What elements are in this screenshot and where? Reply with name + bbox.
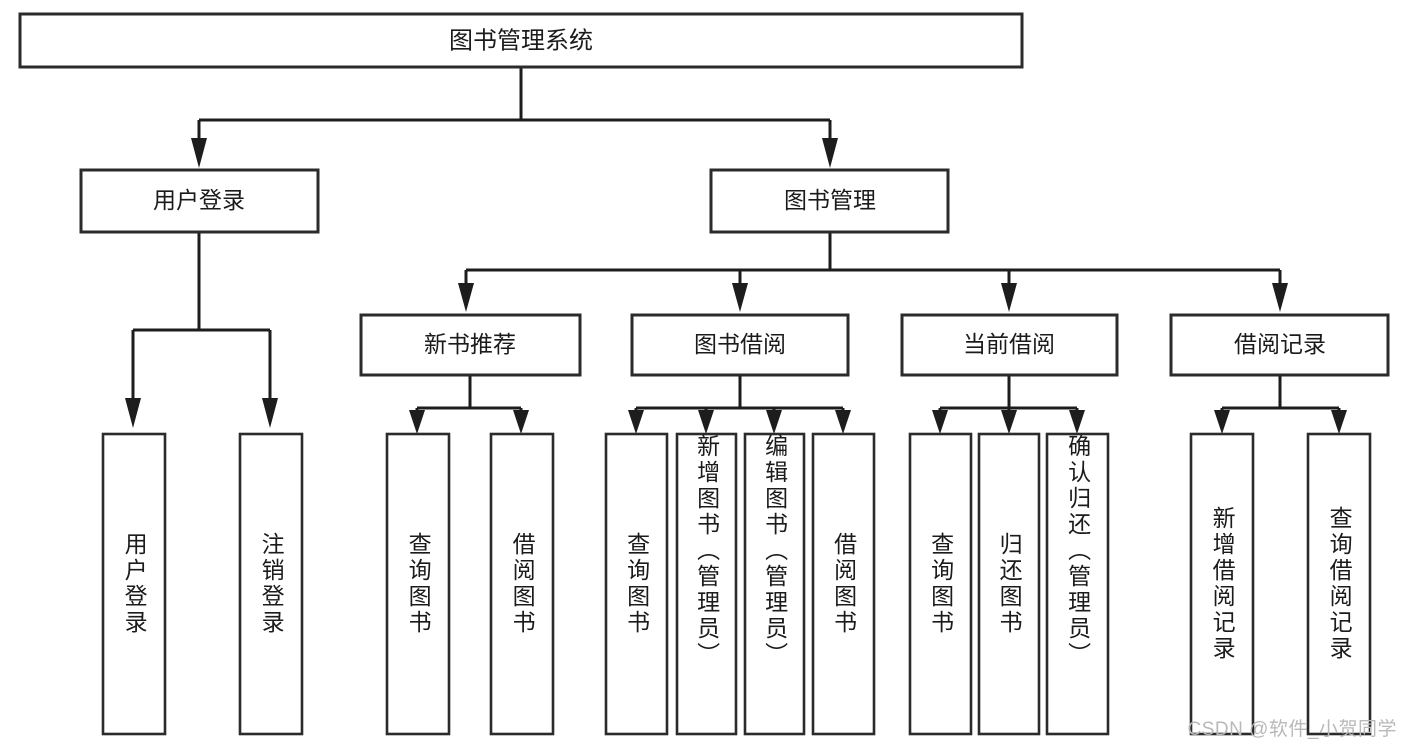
leaf-box-query-book-3[interactable] [908,432,973,736]
arrow-to-leaf-query-record [1331,410,1347,434]
leaf-box-logout-login[interactable] [238,432,304,736]
arrow-to-leaf-edit-book [766,410,782,434]
node-root-label: 图书管理系统 [449,27,593,54]
arrow-to-leaf-query-book-1 [409,410,425,434]
watermark-text: CSDN @软件_小贺同学 [1187,719,1397,740]
connector-group [125,67,1347,434]
leaf-box-return-book[interactable] [977,432,1041,736]
arrow-to-book-borrow [732,283,748,312]
arrow-to-leaf-borrow-book-2 [835,410,851,434]
arrow-to-leaf-add-record [1214,410,1230,434]
node-new-book-recommend[interactable]: 新书推荐 [359,313,582,377]
arrow-to-book-manage [822,138,838,168]
node-book-borrow-box[interactable] [630,313,850,377]
leaf-box-confirm-return[interactable] [1045,432,1110,736]
leaf-box-edit-book[interactable] [743,432,806,736]
arrow-to-leaf-query-book-2 [628,410,644,434]
leaf-box-query-book-1[interactable] [385,432,451,736]
arrow-to-borrow-record [1272,283,1288,312]
node-current-borrow-box[interactable] [900,313,1119,377]
arrow-to-user-login [191,138,207,168]
leaf-box-query-book-2[interactable] [604,432,669,736]
node-root-box[interactable] [18,12,1024,69]
node-book-manage-box[interactable] [709,168,950,234]
arrow-to-leaf-borrow-book-1 [513,410,529,434]
arrow-to-leaf-query-book-3 [932,410,948,434]
node-user-login-box[interactable] [79,168,320,234]
leaf-box-borrow-book-1[interactable] [489,432,555,736]
leaf-box-user-login[interactable] [101,432,167,736]
node-borrow-record[interactable]: 借阅记录 [1169,313,1390,377]
node-root[interactable]: 图书管理系统 [18,12,1024,69]
node-borrow-record-label: 借阅记录 [1234,331,1326,357]
node-current-borrow-label: 当前借阅 [963,331,1055,357]
leaf-box-query-record[interactable] [1306,432,1372,736]
arrow-to-leaf-add-book [698,410,714,434]
node-user-login-label: 用户登录 [153,187,245,213]
leaf-box-borrow-book-2[interactable] [811,432,876,736]
arrow-to-new-book-recommend [458,283,474,312]
node-new-book-recommend-label: 新书推荐 [424,331,516,357]
arrow-to-leaf-confirm-return [1069,410,1085,434]
node-borrow-record-box[interactable] [1169,313,1390,377]
node-book-manage[interactable]: 图书管理 [709,168,950,234]
node-book-manage-label: 图书管理 [784,187,876,213]
arrow-to-leaf-user-login [125,398,141,428]
node-current-borrow[interactable]: 当前借阅 [900,313,1119,377]
node-user-login[interactable]: 用户登录 [79,168,320,234]
arrow-to-current-borrow [1001,283,1017,312]
leaf-box-group [101,432,1372,736]
leaf-box-add-record[interactable] [1189,432,1255,736]
arrow-to-leaf-logout-login [262,398,278,428]
node-new-book-recommend-box[interactable] [359,313,582,377]
node-book-borrow-label: 图书借阅 [694,331,786,357]
node-book-borrow[interactable]: 图书借阅 [630,313,850,377]
arrow-to-leaf-return-book [1001,410,1017,434]
leaf-box-add-book[interactable] [675,432,738,736]
